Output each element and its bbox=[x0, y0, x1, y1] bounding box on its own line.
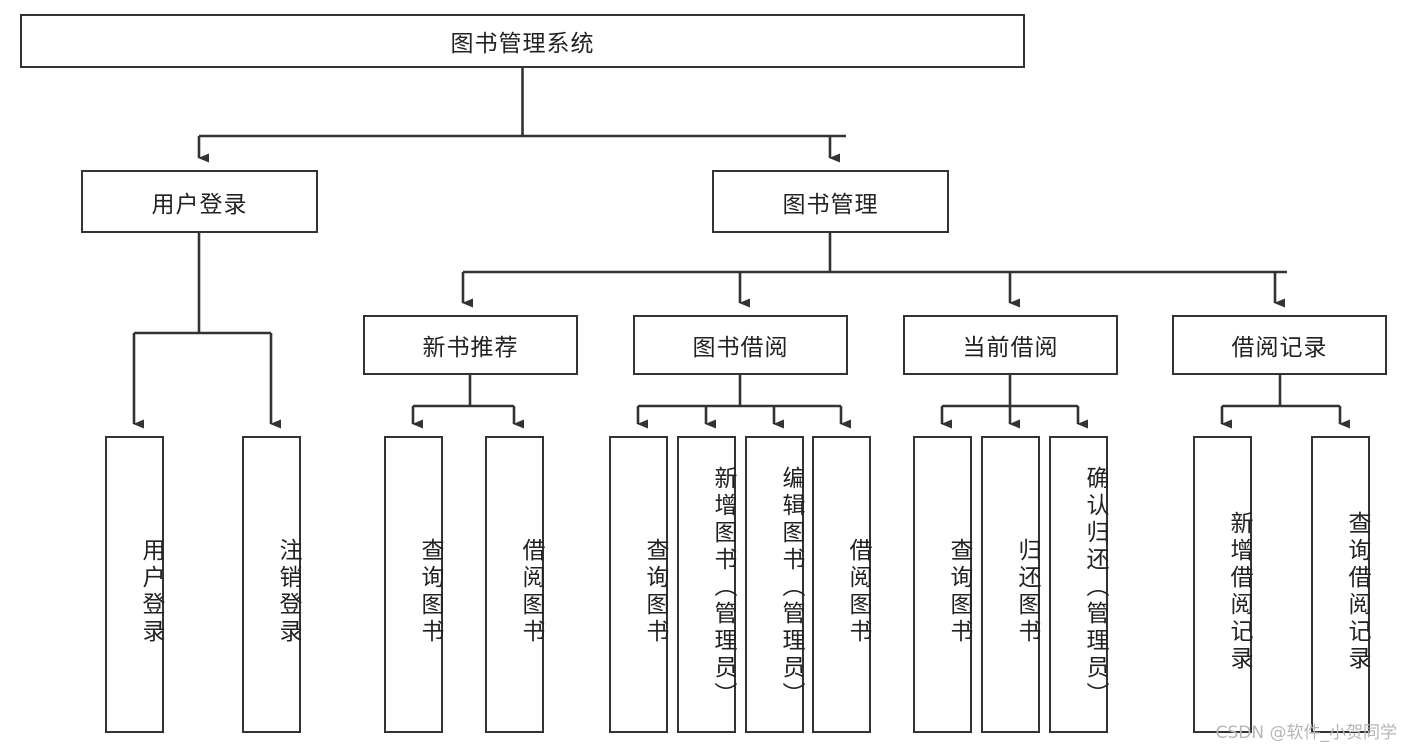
node-label: 查询图书 bbox=[642, 537, 668, 646]
leaf-return-book[interactable]: 归还图书 bbox=[981, 436, 1040, 733]
node-label: 查询图书 bbox=[946, 537, 972, 646]
node-label: 图书管理系统 bbox=[450, 31, 595, 57]
node-book-management[interactable]: 图书管理 bbox=[712, 170, 949, 233]
node-label: 用户登录 bbox=[151, 191, 248, 218]
node-label: 查询借阅记录 bbox=[1344, 510, 1370, 673]
node-label: 编辑图书（管理员） bbox=[778, 466, 804, 709]
node-label: 当前借阅 bbox=[962, 335, 1059, 361]
node-label: 注销登录 bbox=[275, 537, 301, 646]
node-label: 借阅图书 bbox=[518, 537, 544, 646]
node-borrow-records[interactable]: 借阅记录 bbox=[1172, 315, 1387, 375]
node-book-borrow[interactable]: 图书借阅 bbox=[633, 315, 848, 375]
leaf-query-book-recommend[interactable]: 查询图书 bbox=[384, 436, 443, 733]
leaf-query-book-current[interactable]: 查询图书 bbox=[913, 436, 972, 733]
node-label: 借阅记录 bbox=[1231, 335, 1328, 361]
node-new-book-recommend[interactable]: 新书推荐 bbox=[363, 315, 578, 375]
node-label: 新增借阅记录 bbox=[1226, 510, 1252, 673]
node-label: 查询图书 bbox=[417, 537, 443, 646]
leaf-edit-book-admin[interactable]: 编辑图书（管理员） bbox=[745, 436, 804, 733]
node-user-login[interactable]: 用户登录 bbox=[81, 170, 318, 233]
node-label: 图书管理 bbox=[782, 191, 879, 218]
node-label: 新增图书（管理员） bbox=[710, 466, 736, 709]
leaf-user-login[interactable]: 用户登录 bbox=[105, 436, 164, 733]
node-label: 新书推荐 bbox=[422, 335, 519, 361]
node-label: 归还图书 bbox=[1014, 537, 1040, 646]
node-label: 图书借阅 bbox=[692, 335, 789, 361]
csdn-watermark: CSDN @软件_小贺同学 bbox=[1215, 723, 1397, 743]
leaf-logout[interactable]: 注销登录 bbox=[242, 436, 301, 733]
leaf-add-borrow-record[interactable]: 新增借阅记录 bbox=[1193, 436, 1252, 733]
leaf-confirm-return-admin[interactable]: 确认归还（管理员） bbox=[1049, 436, 1108, 733]
node-label: 用户登录 bbox=[138, 537, 164, 646]
leaf-borrow-book[interactable]: 借阅图书 bbox=[812, 436, 871, 733]
leaf-query-book-borrow[interactable]: 查询图书 bbox=[609, 436, 668, 733]
node-label: 借阅图书 bbox=[845, 537, 871, 646]
node-label: 确认归还（管理员） bbox=[1082, 466, 1108, 709]
leaf-add-book-admin[interactable]: 新增图书（管理员） bbox=[677, 436, 736, 733]
leaf-borrow-book-recommend[interactable]: 借阅图书 bbox=[485, 436, 544, 733]
leaf-query-borrow-record[interactable]: 查询借阅记录 bbox=[1311, 436, 1370, 733]
node-root-book-management-system[interactable]: 图书管理系统 bbox=[20, 14, 1025, 68]
node-current-borrow[interactable]: 当前借阅 bbox=[903, 315, 1118, 375]
